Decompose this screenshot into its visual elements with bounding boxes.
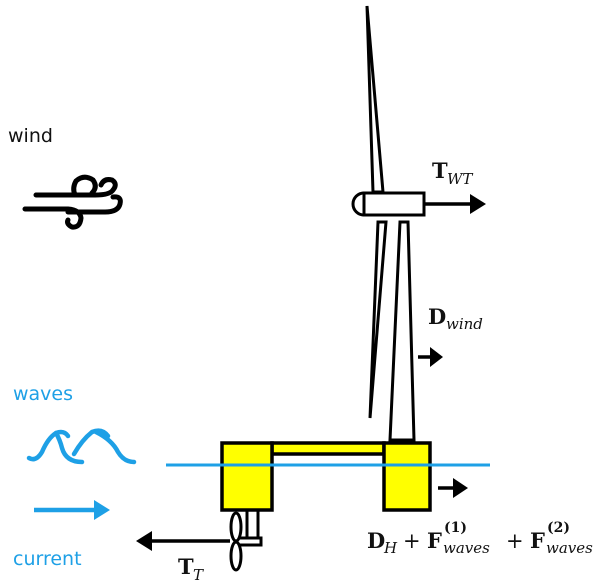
wind-drag-symbol: D	[428, 304, 446, 329]
hydro-drag-subscript: H	[383, 539, 398, 557]
platform-crossbeam	[270, 441, 386, 456]
right-float	[382, 441, 432, 512]
tidal-thrust-arrow	[136, 531, 230, 551]
ocean-waves-icon	[26, 428, 137, 465]
tidal-turbine	[229, 510, 263, 572]
wave-force-2-superscript: (2)	[547, 520, 570, 536]
plus-operator-2: +	[506, 529, 524, 553]
waves-label: waves	[13, 383, 73, 405]
wave-force-1-symbol: F	[427, 528, 442, 553]
turbine-thrust-subscript: WT	[447, 170, 473, 188]
wave-force-2-symbol: F	[530, 528, 545, 553]
turbine-thrust-symbol: T	[432, 158, 448, 183]
turbine-thrust-arrow	[424, 194, 486, 214]
turbine-thrust-label: T WT	[432, 158, 473, 188]
wind-gust-icon	[22, 174, 123, 230]
wave-force-1-subscript: waves	[443, 539, 490, 557]
turbine-tower	[388, 220, 416, 442]
tidal-thrust-label: T T	[178, 554, 204, 584]
tidal-thrust-subscript: T	[193, 566, 204, 584]
current-arrow-icon	[34, 500, 110, 520]
wind-drag-subscript: wind	[446, 315, 483, 333]
wind-drag-arrow	[418, 347, 443, 367]
plus-operator-1: +	[403, 529, 421, 553]
wind-drag-label: D wind	[428, 304, 483, 333]
current-label: current	[13, 548, 82, 570]
hydro-forces-equation: D H + F (1) waves + F (2) waves	[367, 520, 593, 557]
wave-force-1-superscript: (1)	[444, 520, 467, 536]
wind-label: wind	[8, 125, 53, 147]
floating-platform	[220, 441, 432, 512]
left-float	[220, 441, 274, 512]
turbine-nacelle	[351, 191, 426, 217]
wave-force-2-subscript: waves	[546, 539, 593, 557]
hydro-drag-arrow	[438, 478, 468, 498]
tidal-thrust-symbol: T	[178, 554, 194, 579]
hydro-drag-symbol: D	[367, 528, 385, 553]
